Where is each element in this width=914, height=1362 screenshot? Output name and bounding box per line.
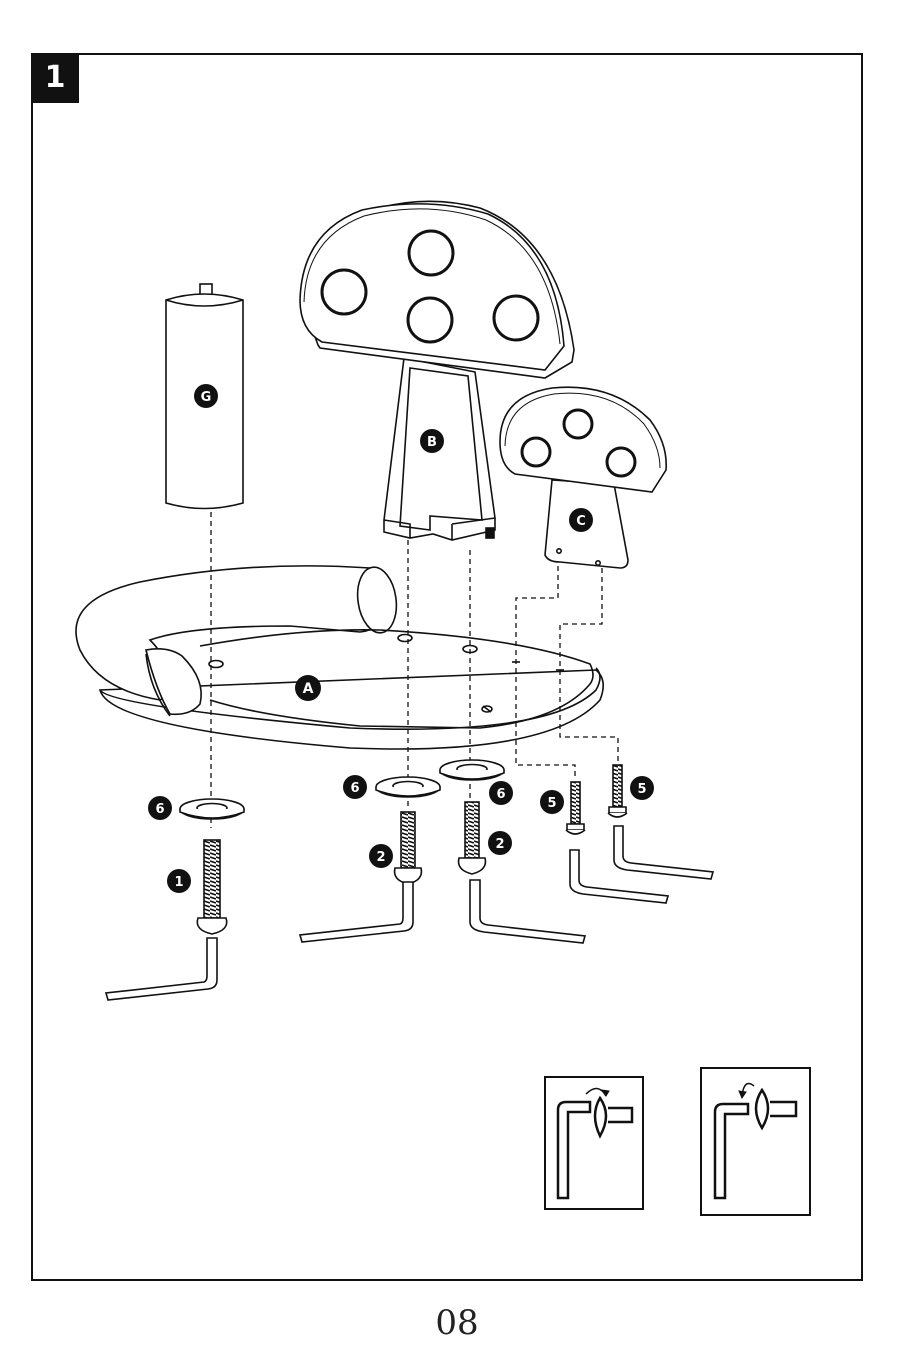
svg-text:A: A <box>303 681 314 697</box>
svg-text:2: 2 <box>495 837 504 852</box>
label-washer-middle: 6 <box>343 775 367 799</box>
mushroom-c <box>500 387 666 568</box>
label-bolt-long: 1 <box>167 869 191 893</box>
svg-text:6: 6 <box>350 781 359 796</box>
svg-text:1: 1 <box>174 875 183 890</box>
detail-inset-left <box>545 1077 643 1209</box>
mushroom-backrest-b <box>300 201 574 540</box>
page-number: 08 <box>0 1303 914 1343</box>
detail-inset-right <box>701 1068 810 1215</box>
label-bolt-short-left: 5 <box>540 790 564 814</box>
svg-text:6: 6 <box>496 787 505 802</box>
svg-text:2: 2 <box>376 850 385 865</box>
washer-hardware <box>180 760 504 819</box>
svg-text:6: 6 <box>155 802 164 817</box>
label-bolt-medium-left: 2 <box>369 844 393 868</box>
svg-text:B: B <box>427 435 437 450</box>
svg-text:C: C <box>576 514 586 529</box>
svg-text:5: 5 <box>547 796 556 811</box>
label-washer-left: 6 <box>148 796 172 820</box>
svg-text:G: G <box>201 390 212 405</box>
label-bolt-short-right: 5 <box>630 776 654 800</box>
label-b: B <box>420 429 444 453</box>
label-a: A <box>295 675 321 701</box>
label-g: G <box>194 384 218 408</box>
label-c: C <box>569 508 593 532</box>
seat-base-a <box>76 565 603 749</box>
label-washer-right: 6 <box>489 781 513 805</box>
svg-text:5: 5 <box>637 782 646 797</box>
label-bolt-medium-right: 2 <box>488 831 512 855</box>
